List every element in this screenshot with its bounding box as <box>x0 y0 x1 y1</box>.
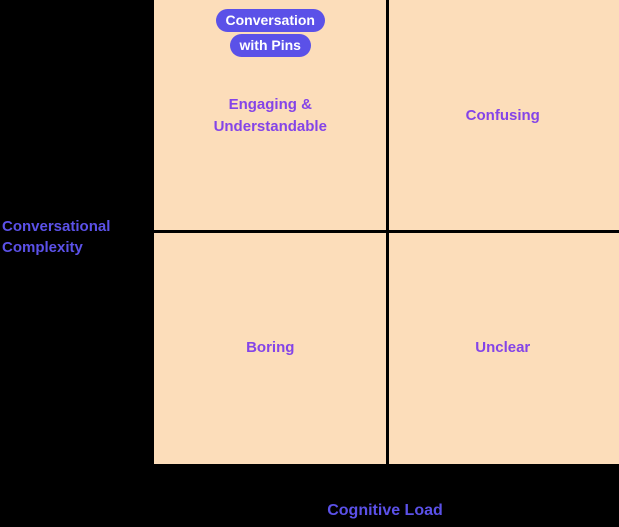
quadrant-label-confusing: Confusing <box>465 107 540 125</box>
quadrant-top-right: Confusing <box>387 0 619 232</box>
badge-line-2: with Pins <box>229 34 311 57</box>
badge-line-1: Conversation <box>215 9 325 32</box>
conversation-with-pins-badge: Conversation with Pins <box>154 9 387 57</box>
quadrant-bottom-right: Unclear <box>387 232 619 464</box>
quadrant-label-boring: Boring <box>246 339 295 357</box>
x-axis-label: Cognitive Load <box>327 502 443 519</box>
horizontal-axis-divider <box>154 230 619 233</box>
quadrant-bottom-left: Boring <box>154 232 387 464</box>
y-axis-label: Conversational Complexity <box>2 218 111 256</box>
quadrant-matrix: Engaging & Understandable Confusing Bori… <box>151 0 619 467</box>
quadrant-top-left: Engaging & Understandable <box>154 0 387 232</box>
quadrant-label-engaging-understandable: Engaging & Understandable <box>213 96 327 135</box>
quadrant-label-unclear: Unclear <box>475 339 531 357</box>
